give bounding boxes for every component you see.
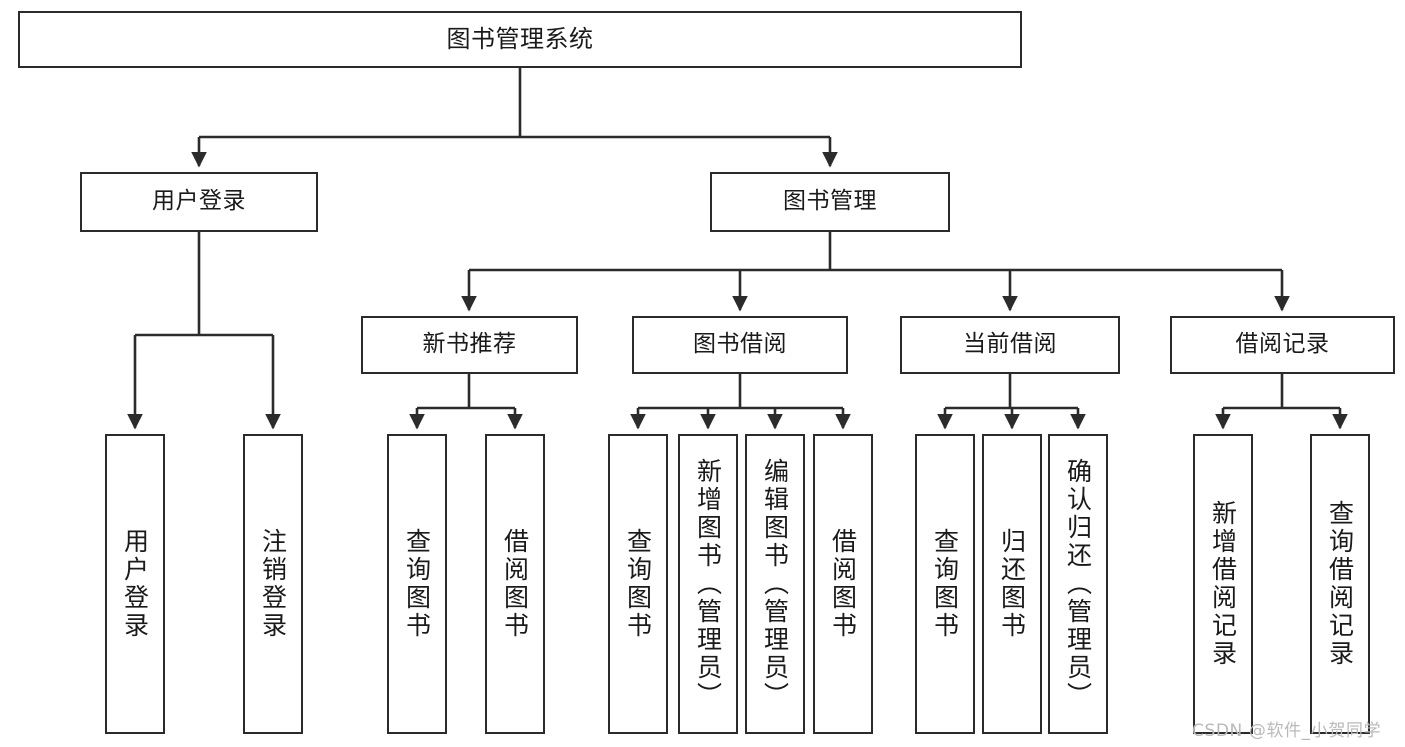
node-book-borrow[interactable]: 图书借阅 xyxy=(632,316,848,374)
node-label: 图书管理系统 xyxy=(446,25,594,54)
node-new-book-recommend[interactable]: 新书推荐 xyxy=(361,316,578,374)
node-label: 新增图书（管理员） xyxy=(693,458,723,710)
leaf-user-login[interactable]: 用户登录 xyxy=(105,434,165,734)
leaf-logout[interactable]: 注销登录 xyxy=(243,434,303,734)
node-label: 用户登录 xyxy=(120,528,150,640)
leaf-borrow-book-newbook[interactable]: 借阅图书 xyxy=(485,434,545,734)
node-label: 编辑图书（管理员） xyxy=(760,458,790,710)
node-label: 借阅图书 xyxy=(828,528,858,640)
leaf-edit-book-admin[interactable]: 编辑图书（管理员） xyxy=(745,434,805,734)
node-label: 新书推荐 xyxy=(422,331,517,358)
leaf-confirm-return-admin[interactable]: 确认归还（管理员） xyxy=(1048,434,1108,734)
leaf-return-book[interactable]: 归还图书 xyxy=(982,434,1042,734)
node-label: 新增借阅记录 xyxy=(1208,500,1238,668)
leaf-add-borrow-record[interactable]: 新增借阅记录 xyxy=(1193,434,1253,734)
leaf-borrow-book[interactable]: 借阅图书 xyxy=(813,434,873,734)
node-label: 注销登录 xyxy=(258,528,288,640)
leaf-query-book-current[interactable]: 查询图书 xyxy=(915,434,975,734)
node-borrow-record[interactable]: 借阅记录 xyxy=(1170,316,1395,374)
node-user-login[interactable]: 用户登录 xyxy=(80,172,318,232)
node-label: 借阅记录 xyxy=(1235,331,1330,358)
node-label: 确认归还（管理员） xyxy=(1063,458,1093,710)
csdn-watermark: CSDN @软件_小贺同学 xyxy=(1192,721,1382,741)
leaf-add-book-admin[interactable]: 新增图书（管理员） xyxy=(678,434,738,734)
node-label: 归还图书 xyxy=(997,528,1027,640)
node-label: 借阅图书 xyxy=(500,528,530,640)
node-label: 查询借阅记录 xyxy=(1325,500,1355,668)
node-book-management[interactable]: 图书管理 xyxy=(710,172,950,232)
node-label: 图书借阅 xyxy=(693,331,787,358)
node-root-system[interactable]: 图书管理系统 xyxy=(18,11,1022,68)
node-label: 图书管理 xyxy=(783,188,877,215)
node-current-borrow[interactable]: 当前借阅 xyxy=(900,316,1120,374)
node-label: 查询图书 xyxy=(402,528,432,640)
node-label: 查询图书 xyxy=(623,528,653,640)
leaf-query-borrow-record[interactable]: 查询借阅记录 xyxy=(1310,434,1370,734)
leaf-query-book-newbook[interactable]: 查询图书 xyxy=(387,434,447,734)
node-label: 当前借阅 xyxy=(963,331,1057,358)
node-label: 查询图书 xyxy=(930,528,960,640)
leaf-query-book-borrow[interactable]: 查询图书 xyxy=(608,434,668,734)
node-label: 用户登录 xyxy=(152,188,246,215)
